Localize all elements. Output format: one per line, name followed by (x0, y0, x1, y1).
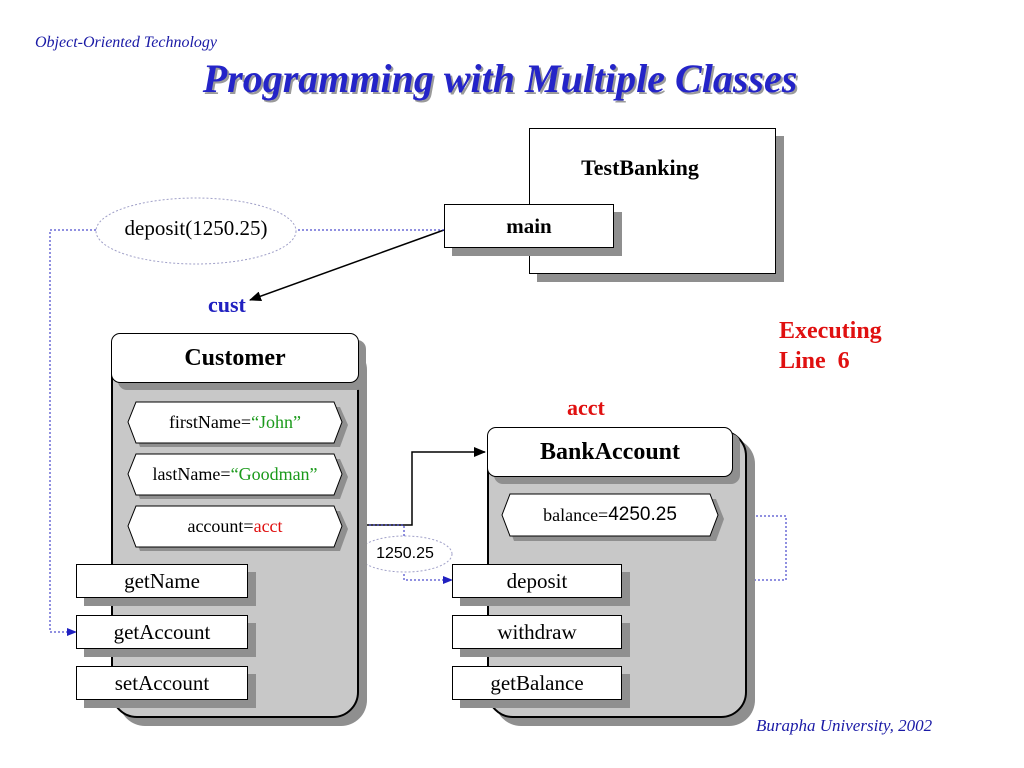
withdraw-method[interactable]: withdraw (452, 615, 622, 649)
balance-field: balance=4250.25 (502, 494, 718, 536)
call-label: deposit(1250.25) (124, 216, 268, 240)
executing-line1: Executing (779, 318, 882, 344)
course-title: Object-Oriented Technology (35, 34, 218, 51)
setaccount-method[interactable]: setAccount (76, 666, 248, 700)
balance-key: balance= (543, 504, 609, 525)
getbalance-method[interactable]: getBalance (452, 666, 622, 700)
executing-status: Executing Line 6 (779, 316, 882, 376)
lastname-value: “Goodman” (230, 464, 318, 484)
main-method[interactable]: main (444, 204, 614, 248)
cust-reference: cust (208, 292, 246, 317)
account-value: acct (253, 516, 283, 536)
main-to-cust-arrow (249, 229, 445, 301)
footer-credit: Burapha University, 2002 (756, 716, 933, 735)
firstname-field-shape (127, 401, 348, 447)
account-field: account=acct (128, 506, 342, 547)
customer-class-label: Customer (111, 333, 359, 383)
testbanking-title: TestBanking (581, 155, 699, 180)
call-label-ellipse (95, 197, 297, 265)
account-to-deposit-call (341, 524, 453, 584)
slide-title: Programming with Multiple Classes (202, 56, 798, 101)
acct-reference: acct (567, 395, 605, 420)
getaccount-method[interactable]: getAccount (76, 615, 248, 649)
lastname-field-shape (127, 453, 348, 499)
deposit-method[interactable]: deposit (452, 564, 622, 598)
account-field-shape (127, 505, 348, 551)
bankaccount-class-label: BankAccount (487, 427, 733, 477)
testbanking-class (529, 128, 776, 274)
arg-label: 1250.25 (376, 545, 434, 562)
firstname-value: “John” (251, 412, 302, 432)
account-key: account= (187, 516, 254, 536)
balance-value: 4250.25 (608, 504, 677, 525)
arg-label-ellipse (357, 535, 453, 573)
lastname-key: lastName= (152, 464, 231, 484)
firstname-key: firstName= (168, 412, 252, 432)
firstname-field: firstName=“John” (128, 402, 342, 443)
account-to-bankaccount-arrow (341, 447, 486, 526)
customer-fields (127, 401, 348, 551)
lastname-field: lastName=“Goodman” (128, 454, 342, 495)
executing-line2: Line 6 (779, 348, 850, 374)
balance-field-shape (501, 493, 724, 541)
getname-method[interactable]: getName (76, 564, 248, 598)
